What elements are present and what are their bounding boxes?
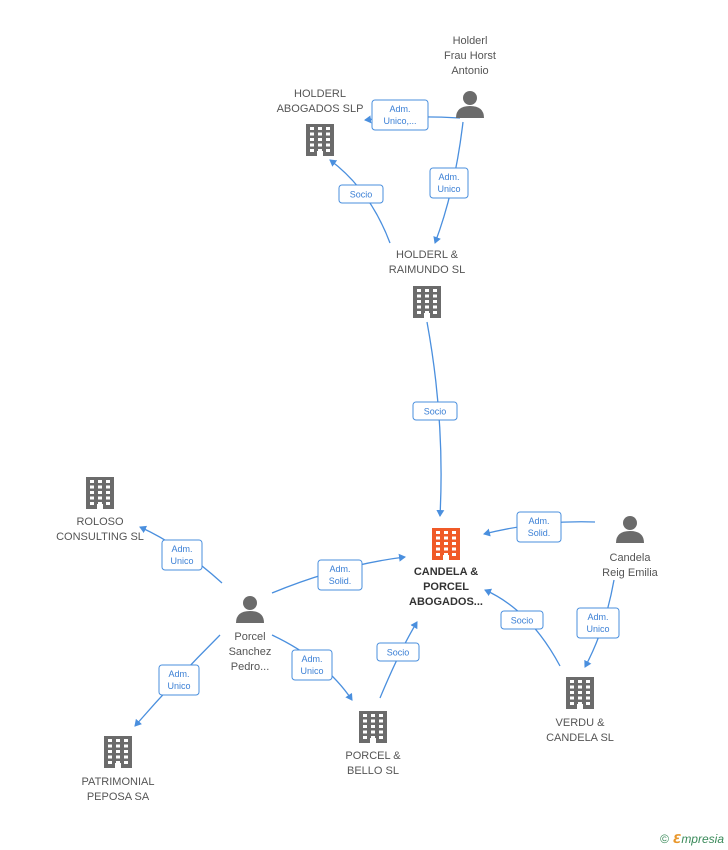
edge-label-box[interactable]	[429, 167, 469, 199]
node-candela-porcel[interactable]: CANDELA & PORCEL ABOGADOS...	[409, 528, 483, 608]
edge-label-text: Adm.	[528, 516, 549, 526]
node-label: Candela	[610, 552, 652, 564]
node-label: RAIMUNDO SL	[389, 264, 465, 276]
edge-label-text: Adm.	[168, 669, 189, 679]
person-icon	[616, 516, 644, 543]
node-label: Sanchez	[229, 646, 272, 658]
edge-label-text: Unico	[300, 666, 323, 676]
edge-label-box[interactable]	[500, 610, 544, 630]
edge-label-text: Adm.	[301, 654, 322, 664]
edge-label-text: Adm.	[587, 612, 608, 622]
edge-label-text: Adm.	[329, 564, 350, 574]
edge-label-text: Adm.	[171, 544, 192, 554]
edge-e9: Adm. Unico	[271, 634, 353, 701]
edge-label-box[interactable]	[291, 649, 333, 681]
building-icon	[566, 677, 594, 709]
building-icon	[306, 124, 334, 156]
node-label: ABOGADOS...	[409, 596, 483, 608]
edge-label-box[interactable]	[161, 539, 203, 571]
brand-logo-e: ℇ	[672, 832, 682, 846]
edge-e2: Adm. Unico	[429, 121, 469, 244]
edge-label-text: Unico	[170, 556, 193, 566]
copyright-icon: ©	[660, 832, 669, 846]
node-label: Porcel	[234, 631, 265, 643]
edge-e3: Socio	[329, 159, 391, 244]
edge-e12: Adm. Unico	[576, 579, 620, 668]
footer-brand: ©ℇmpresia	[660, 832, 724, 846]
brand-name: mpresia	[681, 832, 724, 846]
edge-label-text: Solid.	[329, 576, 352, 586]
node-porcel-sanchez[interactable]: PorcelSanchezPedro...	[229, 596, 272, 673]
edge-label-box[interactable]	[371, 99, 429, 131]
building-icon	[432, 528, 460, 560]
node-holderl-raimundo[interactable]: HOLDERL & RAIMUNDO SL	[389, 249, 465, 318]
node-label: Holderl	[453, 35, 488, 47]
edge-label-text: Unico,...	[383, 116, 416, 126]
node-label: ROLOSO	[76, 516, 124, 528]
person-icon	[236, 596, 264, 623]
edge-label-box[interactable]	[158, 664, 200, 696]
node-label: CONSULTING SL	[56, 531, 144, 543]
building-icon	[359, 711, 387, 743]
edge-label-box[interactable]	[516, 511, 562, 543]
node-roloso[interactable]: ROLOSO CONSULTING SL	[56, 477, 144, 543]
edge-e7: Adm. Solid.	[271, 553, 406, 594]
node-label: Frau Horst	[444, 50, 496, 62]
node-label: PORCEL	[423, 581, 469, 593]
edge-label-box[interactable]	[338, 184, 384, 204]
node-verdu-candela[interactable]: VERDU & CANDELA SL	[546, 677, 614, 744]
edge-label-box[interactable]	[412, 401, 458, 421]
edge-label-text: Adm.	[389, 104, 410, 114]
person-icon	[456, 91, 484, 118]
edge-label-text: Socio	[511, 616, 534, 626]
node-label: CANDELA &	[414, 566, 478, 578]
node-label: PATRIMONIAL	[82, 776, 155, 788]
node-label: Antonio	[451, 65, 488, 77]
edge-e11: Socio	[484, 588, 561, 667]
edge-e4: Socio	[412, 321, 458, 517]
node-patrimonial[interactable]: PATRIMONIAL PEPOSA SA	[82, 736, 155, 803]
edge-label-text: Socio	[387, 648, 410, 658]
node-holderl-abogados[interactable]: HOLDERL ABOGADOS SLP	[277, 88, 364, 156]
building-icon	[86, 477, 114, 509]
edges-layer: Adm.Unico,...Adm.UnicoSocioSocioAdm.Soli…	[134, 99, 620, 727]
edge-e10: Socio	[376, 621, 420, 699]
edge-label-text: Socio	[424, 407, 447, 417]
building-icon	[104, 736, 132, 768]
node-label: HOLDERL &	[396, 249, 459, 261]
edge-label-text: Adm.	[438, 172, 459, 182]
node-label: HOLDERL	[294, 88, 346, 100]
edge-e6: Adm. Unico	[139, 525, 223, 584]
node-label: ABOGADOS SLP	[277, 103, 364, 115]
node-label: PEPOSA SA	[87, 791, 150, 803]
node-label: CANDELA SL	[546, 732, 614, 744]
node-label: BELLO SL	[347, 765, 399, 777]
edge-label-text: Unico	[586, 624, 609, 634]
edge-label-text: Socio	[350, 190, 373, 200]
edge-label-box[interactable]	[317, 559, 363, 591]
edge-label-text: Unico	[437, 184, 460, 194]
edge-e1: Adm. Unico,...	[364, 99, 461, 131]
edge-label-box[interactable]	[576, 607, 620, 639]
node-label: PORCEL &	[345, 750, 401, 762]
edge-label-text: Unico	[167, 681, 190, 691]
node-porcel-bello[interactable]: PORCEL & BELLO SL	[345, 711, 401, 777]
edge-label-text: Solid.	[528, 528, 551, 538]
node-label: VERDU &	[556, 717, 606, 729]
node-label: Reig Emilia	[602, 567, 659, 579]
building-icon	[413, 286, 441, 318]
edge-e8: Adm. Unico	[134, 634, 221, 727]
edge-e5: Adm. Solid.	[483, 511, 596, 543]
node-label: Pedro...	[231, 661, 270, 673]
edge-label-box[interactable]	[376, 642, 420, 662]
